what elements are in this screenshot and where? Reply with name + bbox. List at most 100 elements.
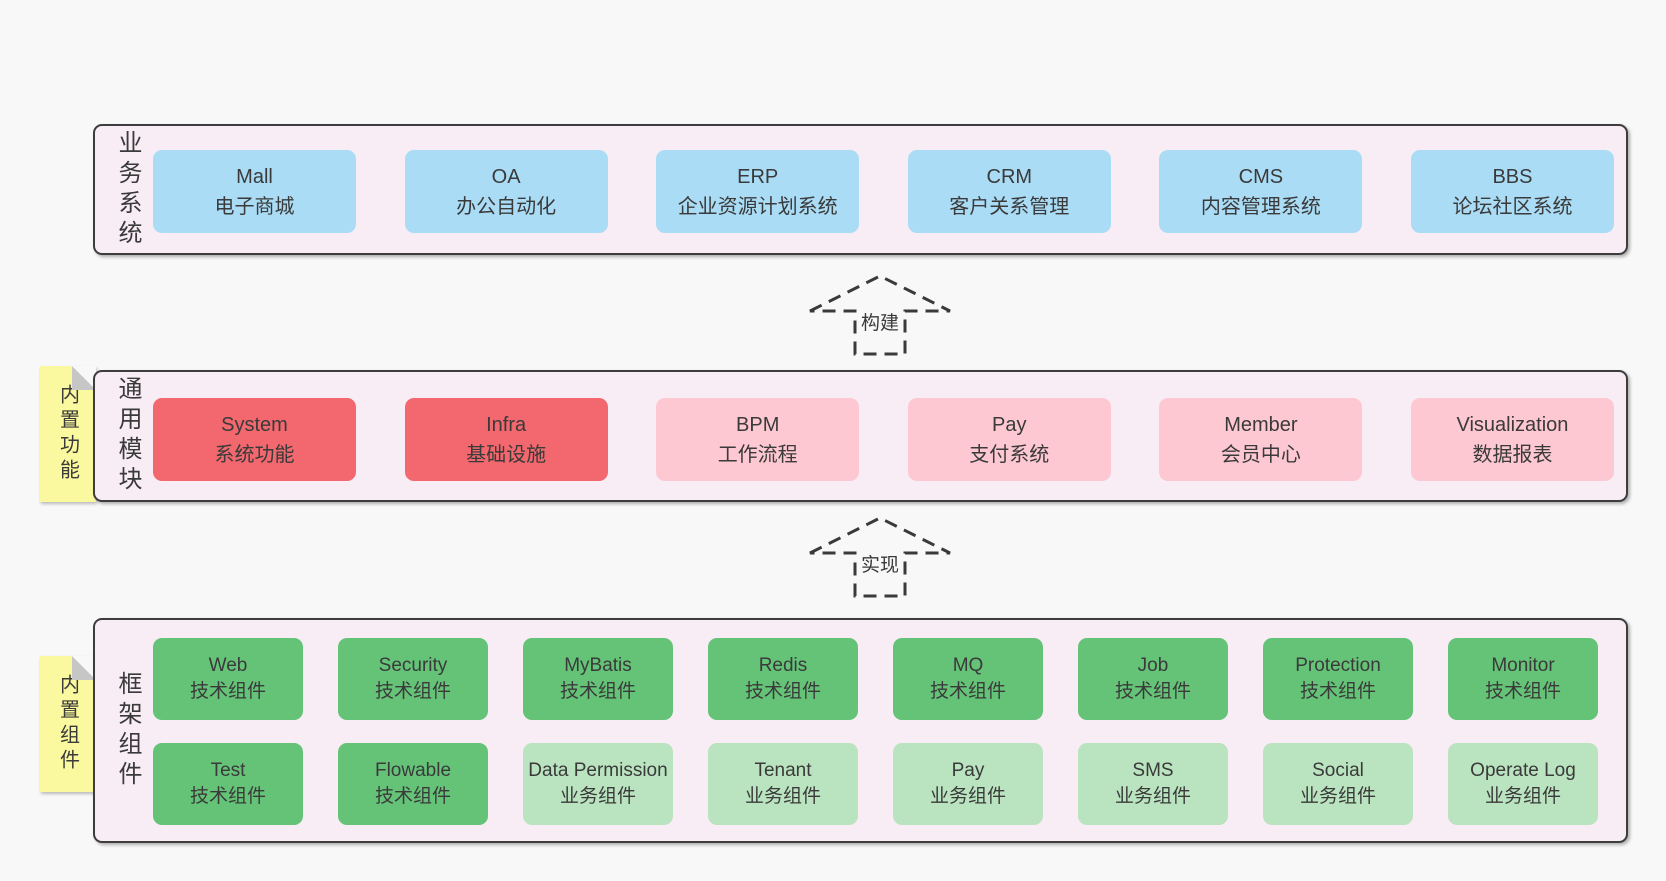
sticky-note-label: 内置组件 <box>56 674 79 774</box>
box-title: Tenant <box>754 760 812 781</box>
box-subtitle: 业务组件 <box>744 786 821 807</box>
arrow-label-implement: 实现 <box>857 553 903 579</box>
box-subtitle: 技术组件 <box>189 681 266 702</box>
box-subtitle: 数据报表 <box>1472 443 1553 466</box>
box-title: CMS <box>1238 165 1284 188</box>
box-protection: Protection 技术组件 <box>1263 638 1413 720</box>
box-system: System 系统功能 <box>153 398 356 481</box>
arrow-implement: 实现 <box>807 515 953 599</box>
box-title: Test <box>210 760 246 781</box>
box-title: Operate Log <box>1470 760 1576 781</box>
box-title: Protection <box>1295 655 1381 676</box>
box-title: Flowable <box>374 760 452 781</box>
box-title: Data Permission <box>528 760 668 781</box>
box-subtitle: 技术组件 <box>559 681 636 702</box>
box-subtitle: 技术组件 <box>1299 681 1376 702</box>
box-title: SMS <box>1132 760 1174 781</box>
box-title: BBS <box>1492 165 1533 188</box>
box-title: MQ <box>952 655 984 676</box>
box-subtitle: 技术组件 <box>1114 681 1191 702</box>
box-subtitle: 会员中心 <box>1220 443 1301 466</box>
box-mybatis: MyBatis 技术组件 <box>523 638 673 720</box>
framework-boxes-row-2: Test 技术组件 Flowable 技术组件 Data Permission … <box>153 743 1598 825</box>
box-subtitle: 技术组件 <box>744 681 821 702</box>
arrow-build: 构建 <box>807 273 953 357</box>
box-title: Infra <box>486 413 527 436</box>
box-pay-module: Pay 支付系统 <box>907 398 1111 481</box>
box-title: System <box>221 413 288 436</box>
box-mq: MQ 技术组件 <box>893 638 1043 720</box>
panel-framework-components: 框架组件 Web 技术组件 Security 技术组件 MyBatis 技术组件… <box>93 618 1628 843</box>
box-subtitle: 技术组件 <box>374 786 451 807</box>
box-oa: OA 办公自动化 <box>404 150 608 233</box>
box-title: Pay <box>992 413 1027 436</box>
panel-business-systems: 业务系统 Mall 电子商城 OA 办公自动化 ERP 企业资源计划系统 CRM… <box>93 124 1628 255</box>
box-monitor: Monitor 技术组件 <box>1448 638 1598 720</box>
box-title: Social <box>1312 760 1364 781</box>
box-subtitle: 企业资源计划系统 <box>677 195 838 218</box>
box-subtitle: 业务组件 <box>1484 786 1561 807</box>
box-subtitle: 支付系统 <box>969 443 1050 466</box>
box-title: ERP <box>737 165 779 188</box>
box-bbs: BBS 论坛社区系统 <box>1410 150 1614 233</box>
box-flowable: Flowable 技术组件 <box>338 743 488 825</box>
business-boxes-row: Mall 电子商城 OA 办公自动化 ERP 企业资源计划系统 CRM 客户关系… <box>153 150 1614 233</box>
box-subtitle: 技术组件 <box>189 786 266 807</box>
box-infra: Infra 基础设施 <box>404 398 608 481</box>
panel-side-label-business: 业务系统 <box>114 129 141 250</box>
box-subtitle: 内容管理系统 <box>1200 195 1321 218</box>
box-social: Social 业务组件 <box>1263 743 1413 825</box>
box-subtitle: 系统功能 <box>214 443 295 466</box>
box-title: Visualization <box>1456 413 1569 436</box>
box-visualization: Visualization 数据报表 <box>1410 398 1614 481</box>
box-operate-log: Operate Log 业务组件 <box>1448 743 1598 825</box>
box-test: Test 技术组件 <box>153 743 303 825</box>
box-title: Security <box>378 655 448 676</box>
box-title: Member <box>1224 413 1298 436</box>
box-mall: Mall 电子商城 <box>153 150 356 233</box>
box-title: Mall <box>236 165 273 188</box>
dashed-up-arrow-icon <box>809 516 951 598</box>
box-subtitle: 业务组件 <box>1299 786 1376 807</box>
box-title: Job <box>1137 655 1169 676</box>
box-subtitle: 业务组件 <box>1114 786 1191 807</box>
dashed-up-arrow-icon <box>809 274 951 356</box>
sticky-note-builtin-features: 内置功能 <box>40 366 96 502</box>
box-erp: ERP 企业资源计划系统 <box>656 150 860 233</box>
box-title: CRM <box>986 165 1033 188</box>
box-subtitle: 技术组件 <box>1484 681 1561 702</box>
box-subtitle: 基础设施 <box>466 443 547 466</box>
box-web: Web 技术组件 <box>153 638 303 720</box>
box-subtitle: 客户关系管理 <box>949 195 1070 218</box>
box-subtitle: 技术组件 <box>929 681 1006 702</box>
box-subtitle: 业务组件 <box>559 786 636 807</box>
box-tenant: Tenant 业务组件 <box>708 743 858 825</box>
box-title: OA <box>491 165 521 188</box>
box-title: Web <box>208 655 248 676</box>
box-title: Redis <box>758 655 808 676</box>
modules-boxes-row: System 系统功能 Infra 基础设施 BPM 工作流程 Pay 支付系统… <box>153 398 1614 481</box>
box-job: Job 技术组件 <box>1078 638 1228 720</box>
panel-side-label-modules: 通用模块 <box>114 376 141 496</box>
box-subtitle: 办公自动化 <box>456 195 557 218</box>
box-security: Security 技术组件 <box>338 638 488 720</box>
panel-side-label-framework: 框架组件 <box>114 670 141 791</box>
box-redis: Redis 技术组件 <box>708 638 858 720</box>
box-bpm: BPM 工作流程 <box>656 398 860 481</box>
box-sms: SMS 业务组件 <box>1078 743 1228 825</box>
box-title: Pay <box>951 760 985 781</box>
box-title: Monitor <box>1491 655 1555 676</box>
box-subtitle: 论坛社区系统 <box>1452 195 1573 218</box>
sticky-note-builtin-components: 内置组件 <box>40 656 96 792</box>
box-title: MyBatis <box>564 655 632 676</box>
box-subtitle: 工作流程 <box>717 443 798 466</box>
box-subtitle: 电子商城 <box>214 195 295 218</box>
box-subtitle: 技术组件 <box>374 681 451 702</box>
box-data-permission: Data Permission 业务组件 <box>523 743 673 825</box>
box-member: Member 会员中心 <box>1159 398 1363 481</box>
sticky-note-label: 内置功能 <box>56 384 79 484</box>
box-subtitle: 业务组件 <box>929 786 1006 807</box>
box-crm: CRM 客户关系管理 <box>907 150 1111 233</box>
box-title: BPM <box>736 413 780 436</box>
